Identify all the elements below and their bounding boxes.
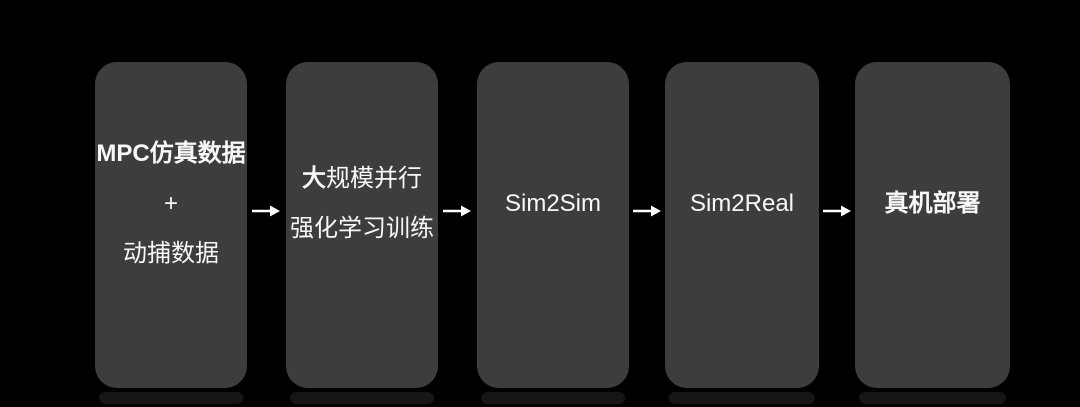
node-text-segment: Sim2Sim [504, 190, 601, 217]
node-text-segment: 大 [302, 165, 326, 192]
node-text-segment: MPC仿真数据 [96, 140, 246, 167]
node-line: 动捕数据 [123, 239, 219, 269]
node-rl-training: 大规模并行 强化学习训练 [286, 62, 438, 404]
node-deployment: 真机部署 [855, 62, 1010, 404]
flow-arrow-icon [633, 205, 661, 217]
node-sim2real-label: Sim2Real [665, 41, 819, 367]
node-line: Sim2Real [690, 189, 794, 219]
flow-arrow-icon [252, 205, 280, 217]
flow-arrow-icon [823, 205, 851, 217]
node-text-segment: Sim2Real [689, 190, 795, 217]
flow-arrow-icon [443, 205, 471, 217]
node-text-segment: 真机部署 [884, 190, 981, 217]
node-mpc-data: MPC仿真数据 + 动捕数据 [95, 62, 247, 404]
node-line: MPC仿真数据 [96, 139, 245, 169]
node-rl-training-label: 大规模并行 强化学习训练 [286, 41, 438, 367]
plus-separator: + [164, 189, 178, 219]
node-sim2real: Sim2Real [665, 62, 819, 404]
node-sim2sim-label: Sim2Sim [477, 41, 629, 367]
node-text-segment: 强化学习训练 [290, 215, 434, 242]
node-deployment-label: 真机部署 [855, 41, 1010, 367]
node-mpc-data-label: MPC仿真数据 + 动捕数据 [95, 41, 247, 367]
node-sim2sim: Sim2Sim [477, 62, 629, 404]
node-line: 大规模并行 [302, 164, 422, 194]
node-line: 真机部署 [885, 189, 981, 219]
node-text-segment: 动捕数据 [123, 240, 219, 267]
node-line: Sim2Sim [505, 189, 601, 219]
node-line: 强化学习训练 [290, 214, 434, 244]
node-text-segment: 规模并行 [326, 165, 422, 192]
node-text-segment: + [163, 190, 178, 217]
